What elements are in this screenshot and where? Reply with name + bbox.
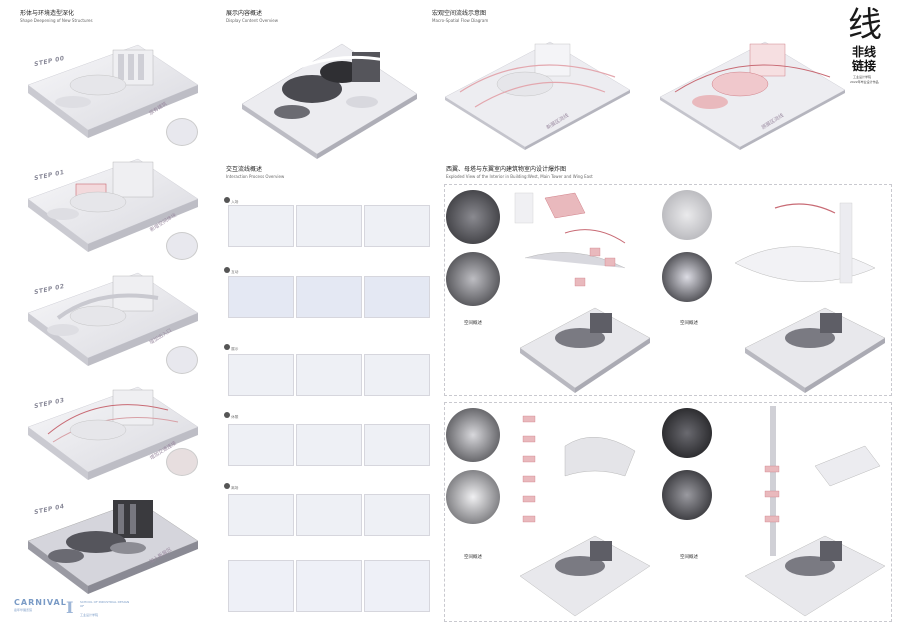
photo-circle-6 xyxy=(446,470,500,524)
exploded-diagram-east xyxy=(744,406,886,617)
logo-line2: 链接 xyxy=(852,59,877,73)
photo-circle-2 xyxy=(446,252,500,306)
step-slab-1 xyxy=(27,158,199,252)
display-subtitle: Display Content Overview xyxy=(226,18,279,23)
interaction-cell xyxy=(364,560,430,612)
interaction-row-2: 展示 xyxy=(224,344,238,351)
interaction-cell xyxy=(364,276,430,318)
interaction-cell xyxy=(364,354,430,396)
display-title: 展示内容概述 xyxy=(226,10,263,17)
interaction-cell xyxy=(228,276,294,318)
space-label-1: 空间概述 xyxy=(464,321,482,326)
interaction-cell xyxy=(228,494,294,536)
interaction-cell xyxy=(228,424,294,466)
interaction-cell xyxy=(296,560,362,612)
macro-model-right xyxy=(659,41,846,150)
interaction-cell xyxy=(296,354,362,396)
photo-circle-7 xyxy=(662,408,712,458)
logo-line4: 2022年毕业设计作品 xyxy=(850,80,879,84)
school-en: SCHOOL OF INDUSTRIAL DESIGN OF xyxy=(80,600,130,608)
space-label-3: 空间概述 xyxy=(464,555,482,560)
interaction-cell xyxy=(296,276,362,318)
display-model xyxy=(241,43,418,159)
exploded-frame-top xyxy=(444,184,892,396)
carnival-logo: CARNIVAL xyxy=(14,598,67,607)
exploded-frame-bottom xyxy=(444,402,892,622)
interaction-row-4: 离场 xyxy=(224,483,238,490)
interaction-row-1: 互动 xyxy=(224,267,238,274)
school-letter: I xyxy=(66,598,74,617)
interaction-cell xyxy=(296,424,362,466)
space-label-4: 空间概述 xyxy=(680,555,698,560)
photo-circle-1 xyxy=(446,190,500,244)
photo-circle-8 xyxy=(662,470,712,520)
logo-glyph: 线 xyxy=(848,5,882,45)
interaction-cell xyxy=(364,205,430,247)
steps-illustration xyxy=(27,44,199,594)
carnival-sub: 嘉年华展览馆 xyxy=(14,608,33,612)
macro-model-left xyxy=(444,41,631,150)
detail-circle-4 xyxy=(166,448,198,476)
interaction-subtitle: Interaction Process Overview xyxy=(226,174,285,179)
exploded-diagram-main xyxy=(734,202,886,393)
photo-circle-3 xyxy=(662,190,712,240)
shape-subtitle: Shape Deepening of New Structures xyxy=(20,18,93,23)
detail-circle-2 xyxy=(166,232,198,260)
macro-subtitle: Macro-Spatial Flow Diagram xyxy=(432,18,489,23)
interaction-row-0: 入场 xyxy=(224,197,238,204)
exploded-subtitle: Exploded View of the Interior in Buildin… xyxy=(446,174,593,179)
step-slab-0 xyxy=(27,44,199,138)
shape-title: 形体与环境造型深化 xyxy=(20,10,75,17)
exploded-title: 西翼、母塔与东翼室内建筑物室内设计爆炸图 xyxy=(446,166,567,173)
interaction-cell xyxy=(228,205,294,247)
step-slab-3 xyxy=(27,386,199,480)
interaction-cell xyxy=(228,560,294,612)
photo-circle-4 xyxy=(662,252,712,302)
interaction-cell xyxy=(296,205,362,247)
exploded-diagram-tower xyxy=(519,415,651,617)
interaction-title: 交互流线概述 xyxy=(226,166,263,173)
macro-models xyxy=(444,41,846,150)
interaction-cell xyxy=(364,424,430,466)
interaction-row-3: 休憩 xyxy=(224,412,238,419)
interaction-cell xyxy=(296,494,362,536)
interaction-cell xyxy=(228,354,294,396)
logo-line3: 工业设计学院 xyxy=(853,75,872,79)
space-label-2: 空间概述 xyxy=(680,321,698,326)
interaction-cell xyxy=(364,494,430,536)
step-slab-2 xyxy=(27,272,199,366)
photo-circle-5 xyxy=(446,408,500,462)
logo-line1: 非线 xyxy=(852,45,877,59)
step-slab-4 xyxy=(27,500,199,594)
exploded-diagram-west xyxy=(514,192,651,393)
detail-circle-3 xyxy=(166,346,198,374)
macro-title: 宏观空间流线示意图 xyxy=(432,10,487,17)
detail-circle-1 xyxy=(166,118,198,146)
school-cn: 工业设计学院 xyxy=(80,613,99,617)
